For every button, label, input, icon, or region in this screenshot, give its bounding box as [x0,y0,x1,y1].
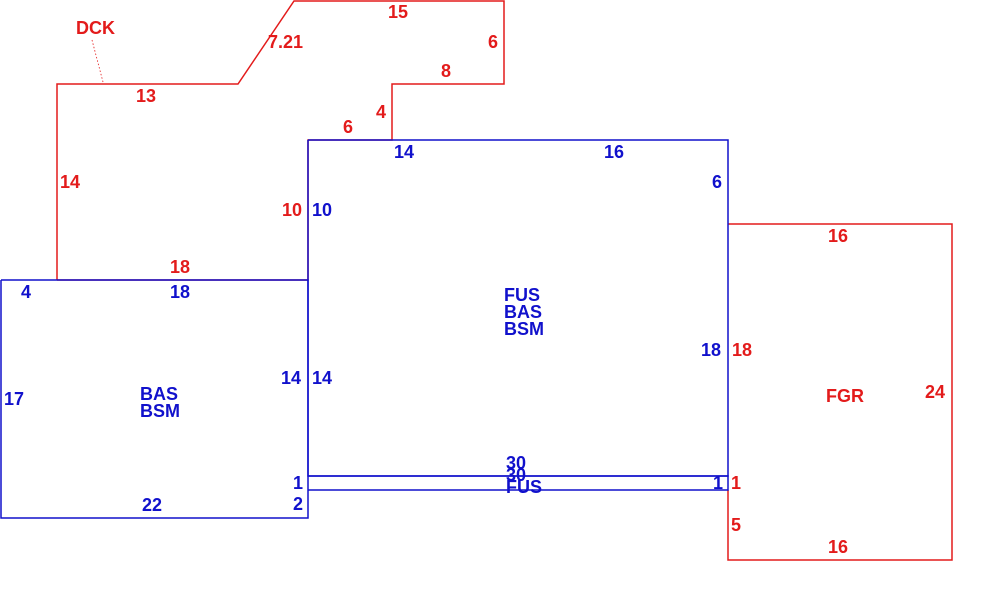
strip-right-dimension: 1 [713,473,723,493]
strip-code-3: FUS [506,477,542,497]
upper-main-code-3: BSM [504,319,544,339]
garage-right-dimension: 24 [925,382,945,402]
deck-top-dimension: 15 [388,2,408,22]
upper-main-code-2: BAS [504,302,542,322]
deck-upper-left-dimension: 13 [136,86,156,106]
wing-small-dimension-2: 2 [293,494,303,514]
deck-step-top-dimension: 8 [441,61,451,81]
deck-step-side-dimension: 4 [376,102,386,122]
strip-outline [308,475,729,491]
main-top-left-dimension: 14 [394,142,414,162]
strip-code-2: 30 [506,465,526,485]
garage-bottom-dimension: 16 [828,537,848,557]
wing-bottom-dimension: 22 [142,495,162,515]
wing-right-dimension: 14 [281,368,301,388]
wing-top-left-dimension: 4 [21,282,31,302]
deck-bottom-dimension: 18 [170,257,190,277]
main-inner-left-dimension: 14 [312,368,332,388]
garage-left-dimension: 18 [732,340,752,360]
main-top-right-dimension: 16 [604,142,624,162]
dck-leader-line [91,39,104,83]
left-wing-code-1: BAS [140,384,178,404]
garage-area-code: FGR [826,386,864,406]
left-wing-code-2: BSM [140,401,180,421]
upper-main-code-1: FUS [504,285,540,305]
garage-small-dimension: 1 [731,473,741,493]
wing-small-dimension-1: 1 [293,473,303,493]
strip-code-1: 30 [506,453,526,473]
deck-right-dimension: 6 [488,32,498,52]
deck-lower-step-dimension: 6 [343,117,353,137]
wing-left-dimension: 17 [4,389,24,409]
main-right-dimension: 18 [701,340,721,360]
deck-lower-side-dimension: 10 [282,200,302,220]
wing-top-dimension: 18 [170,282,190,302]
deck-left-dimension: 14 [60,172,80,192]
garage-top-dimension: 16 [828,226,848,246]
left-wing-outline [0,279,309,519]
main-left-dimension: 10 [312,200,332,220]
main-right-upper-dimension: 6 [712,172,722,192]
garage-outline [727,223,953,561]
garage-side-dimension: 5 [731,515,741,535]
deck-area-code: DCK [76,18,115,38]
deck-diagonal-dimension: 7.21 [268,32,303,52]
